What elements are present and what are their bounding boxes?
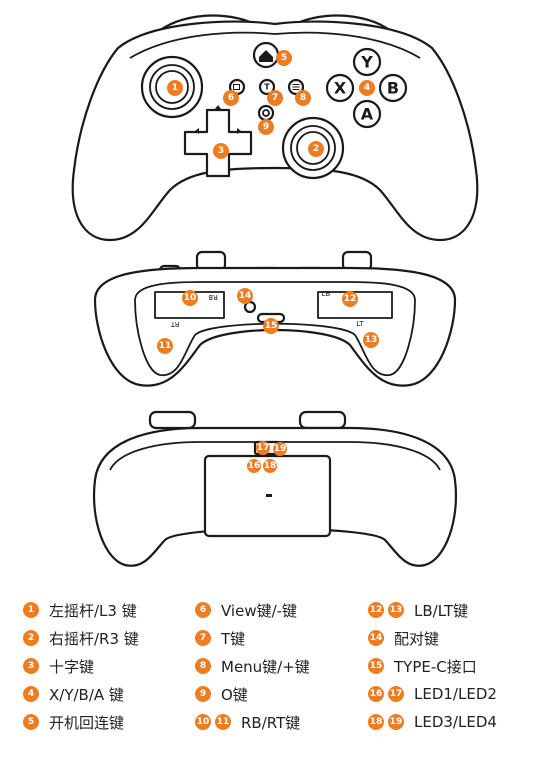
callout-5: 5 [276,50,292,66]
lb-label: LB [322,290,331,298]
controller-diagram: Y X B A T 1 2 3 4 5 6 7 8 9 RB [71,14,479,567]
rt-label: RT [170,320,179,328]
svg-text:15: 15 [265,321,278,331]
svg-text:18: 18 [264,461,277,471]
callout-18: 18 [263,459,277,473]
svg-text:9: 9 [263,122,269,132]
callout-10: 10 [182,290,198,306]
callout-2: 2 [308,141,324,157]
svg-text:2: 2 [313,144,319,154]
callout-4: 4 [359,80,375,96]
svg-text:8: 8 [300,93,306,103]
home-icon [259,50,273,62]
callout-17: 17 [256,441,270,455]
rb-label: RB [208,293,218,301]
callout-19: 19 [273,442,287,456]
a-letter: A [361,105,374,124]
svg-text:16: 16 [248,461,261,471]
svg-text:3: 3 [218,146,224,156]
o-icon [262,109,270,117]
svg-text:17: 17 [257,443,270,453]
rear-view: 17 19 16 18 [93,410,457,567]
callout-12: 12 [342,291,358,307]
callout-7: 7 [267,90,283,106]
svg-text:12: 12 [344,294,357,304]
callout-1: 1 [167,80,183,96]
lt-label: LT [356,320,364,328]
dpad [183,108,253,178]
svg-text:13: 13 [365,335,378,345]
view-icon [233,84,240,90]
callout-15: 15 [263,318,279,334]
svg-text:11: 11 [159,341,172,351]
menu-icon [292,84,300,90]
y-letter: Y [360,53,373,72]
svg-text:5: 5 [281,53,287,63]
front-view: Y X B A T 1 2 3 4 5 6 7 8 9 [71,14,479,242]
callout-3: 3 [213,143,229,159]
t-icon: T [264,83,270,92]
svg-text:19: 19 [274,444,287,454]
callout-8: 8 [295,90,311,106]
top-view: RB RT LB LT 10 11 12 13 14 15 [93,250,457,387]
callout-13: 13 [363,332,379,348]
svg-text:1: 1 [172,83,178,93]
svg-text:14: 14 [239,291,252,301]
o-button [257,104,275,122]
b-letter: B [387,79,399,98]
svg-text:4: 4 [364,83,370,93]
svg-text:7: 7 [272,93,278,103]
callout-6: 6 [223,90,239,106]
callout-9: 9 [258,119,274,135]
svg-text:6: 6 [228,93,234,103]
callout-16: 16 [247,459,261,473]
callout-11: 11 [157,338,173,354]
callout-14: 14 [237,288,253,304]
t-button [258,78,276,96]
svg-text:10: 10 [184,293,197,303]
x-letter: X [334,79,347,98]
